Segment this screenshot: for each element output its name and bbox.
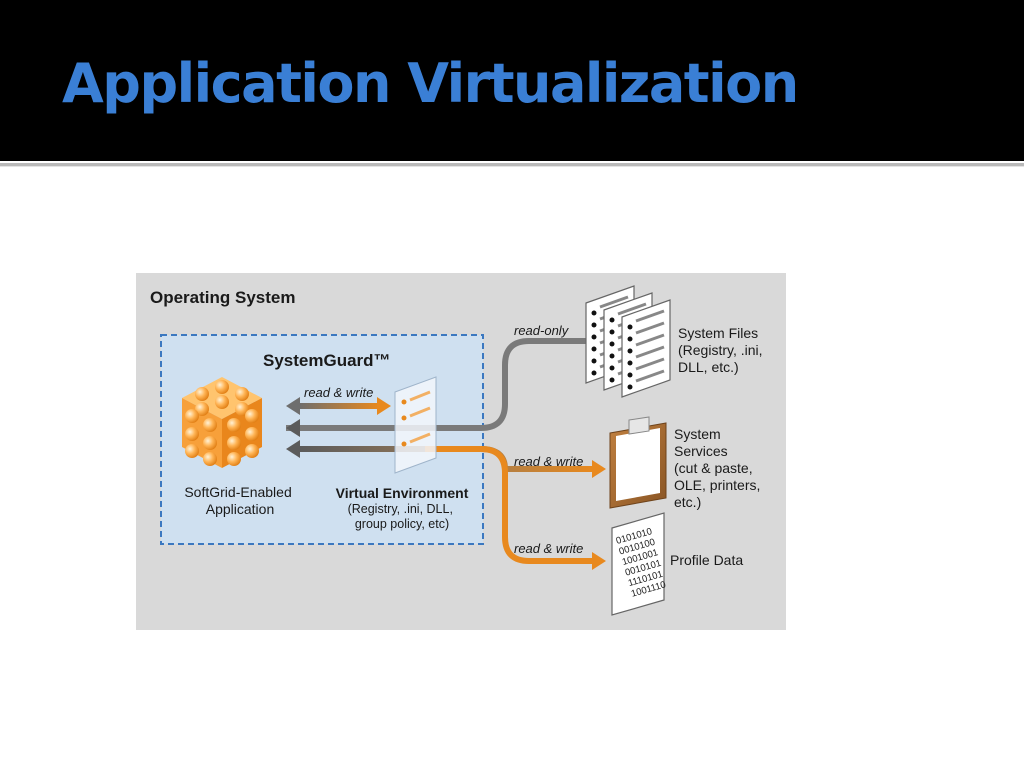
binary-text: 0101010 0010100 1001001 0010101 1110101 … — [615, 525, 671, 599]
virtual-env-detail-line-2: group policy, etc) — [355, 517, 449, 531]
system-services-line-4: OLE, printers, — [674, 477, 760, 493]
system-files-line-1: System Files — [678, 325, 758, 341]
profile-path — [425, 446, 592, 564]
slide-title: Application Virtualization — [62, 52, 799, 115]
binary-document-icon: 0101010 0010100 1001001 0010101 1110101 … — [611, 512, 671, 616]
document-stack-icon — [585, 285, 671, 398]
internal-read-write-arrow — [286, 397, 391, 415]
read-only-path — [286, 338, 594, 431]
app-label-line-2: Application — [206, 501, 275, 517]
os-label: Operating System — [150, 288, 296, 307]
system-files-line-3: DLL, etc.) — [678, 359, 739, 375]
internal-read-write-label: read & write — [304, 385, 373, 400]
services-right-arrowhead — [592, 460, 606, 478]
app-label: SoftGrid-Enabled Application — [184, 484, 295, 517]
system-services-line-2: Services — [674, 443, 728, 459]
system-services-label: System Services (cut & paste, OLE, print… — [674, 426, 764, 510]
profile-data-label: Profile Data — [670, 552, 743, 568]
title-divider-highlight — [0, 166, 1024, 167]
virtual-env-title: Virtual Environment — [336, 485, 469, 501]
system-services-line-3: (cut & paste, — [674, 460, 753, 476]
virtualization-diagram: Operating System SystemGuard™ SoftGrid-E… — [136, 273, 786, 630]
profile-read-write-label: read & write — [514, 541, 583, 556]
title-divider — [0, 163, 1024, 166]
system-services-line-5: etc.) — [674, 494, 701, 510]
virtual-document-icon — [394, 376, 437, 474]
systemguard-label: SystemGuard™ — [263, 351, 391, 370]
virtual-env-detail-line-1: (Registry, .ini, DLL, — [348, 502, 453, 516]
system-files-line-2: (Registry, .ini, — [678, 342, 763, 358]
app-label-line-1: SoftGrid-Enabled — [184, 484, 291, 500]
services-read-write-label: read & write — [514, 454, 583, 469]
virtual-env-detail: (Registry, .ini, DLL, group policy, etc) — [348, 502, 457, 531]
cube-icon — [182, 377, 262, 468]
clipboard-icon — [609, 416, 667, 509]
system-services-line-1: System — [674, 426, 721, 442]
system-files-label: System Files (Registry, .ini, DLL, etc.) — [678, 325, 766, 375]
profile-arrowhead — [592, 552, 606, 570]
read-only-label: read-only — [514, 323, 570, 338]
services-left-arrowhead — [286, 440, 300, 458]
read-only-arrowhead — [286, 419, 300, 437]
title-bar — [0, 0, 1024, 161]
